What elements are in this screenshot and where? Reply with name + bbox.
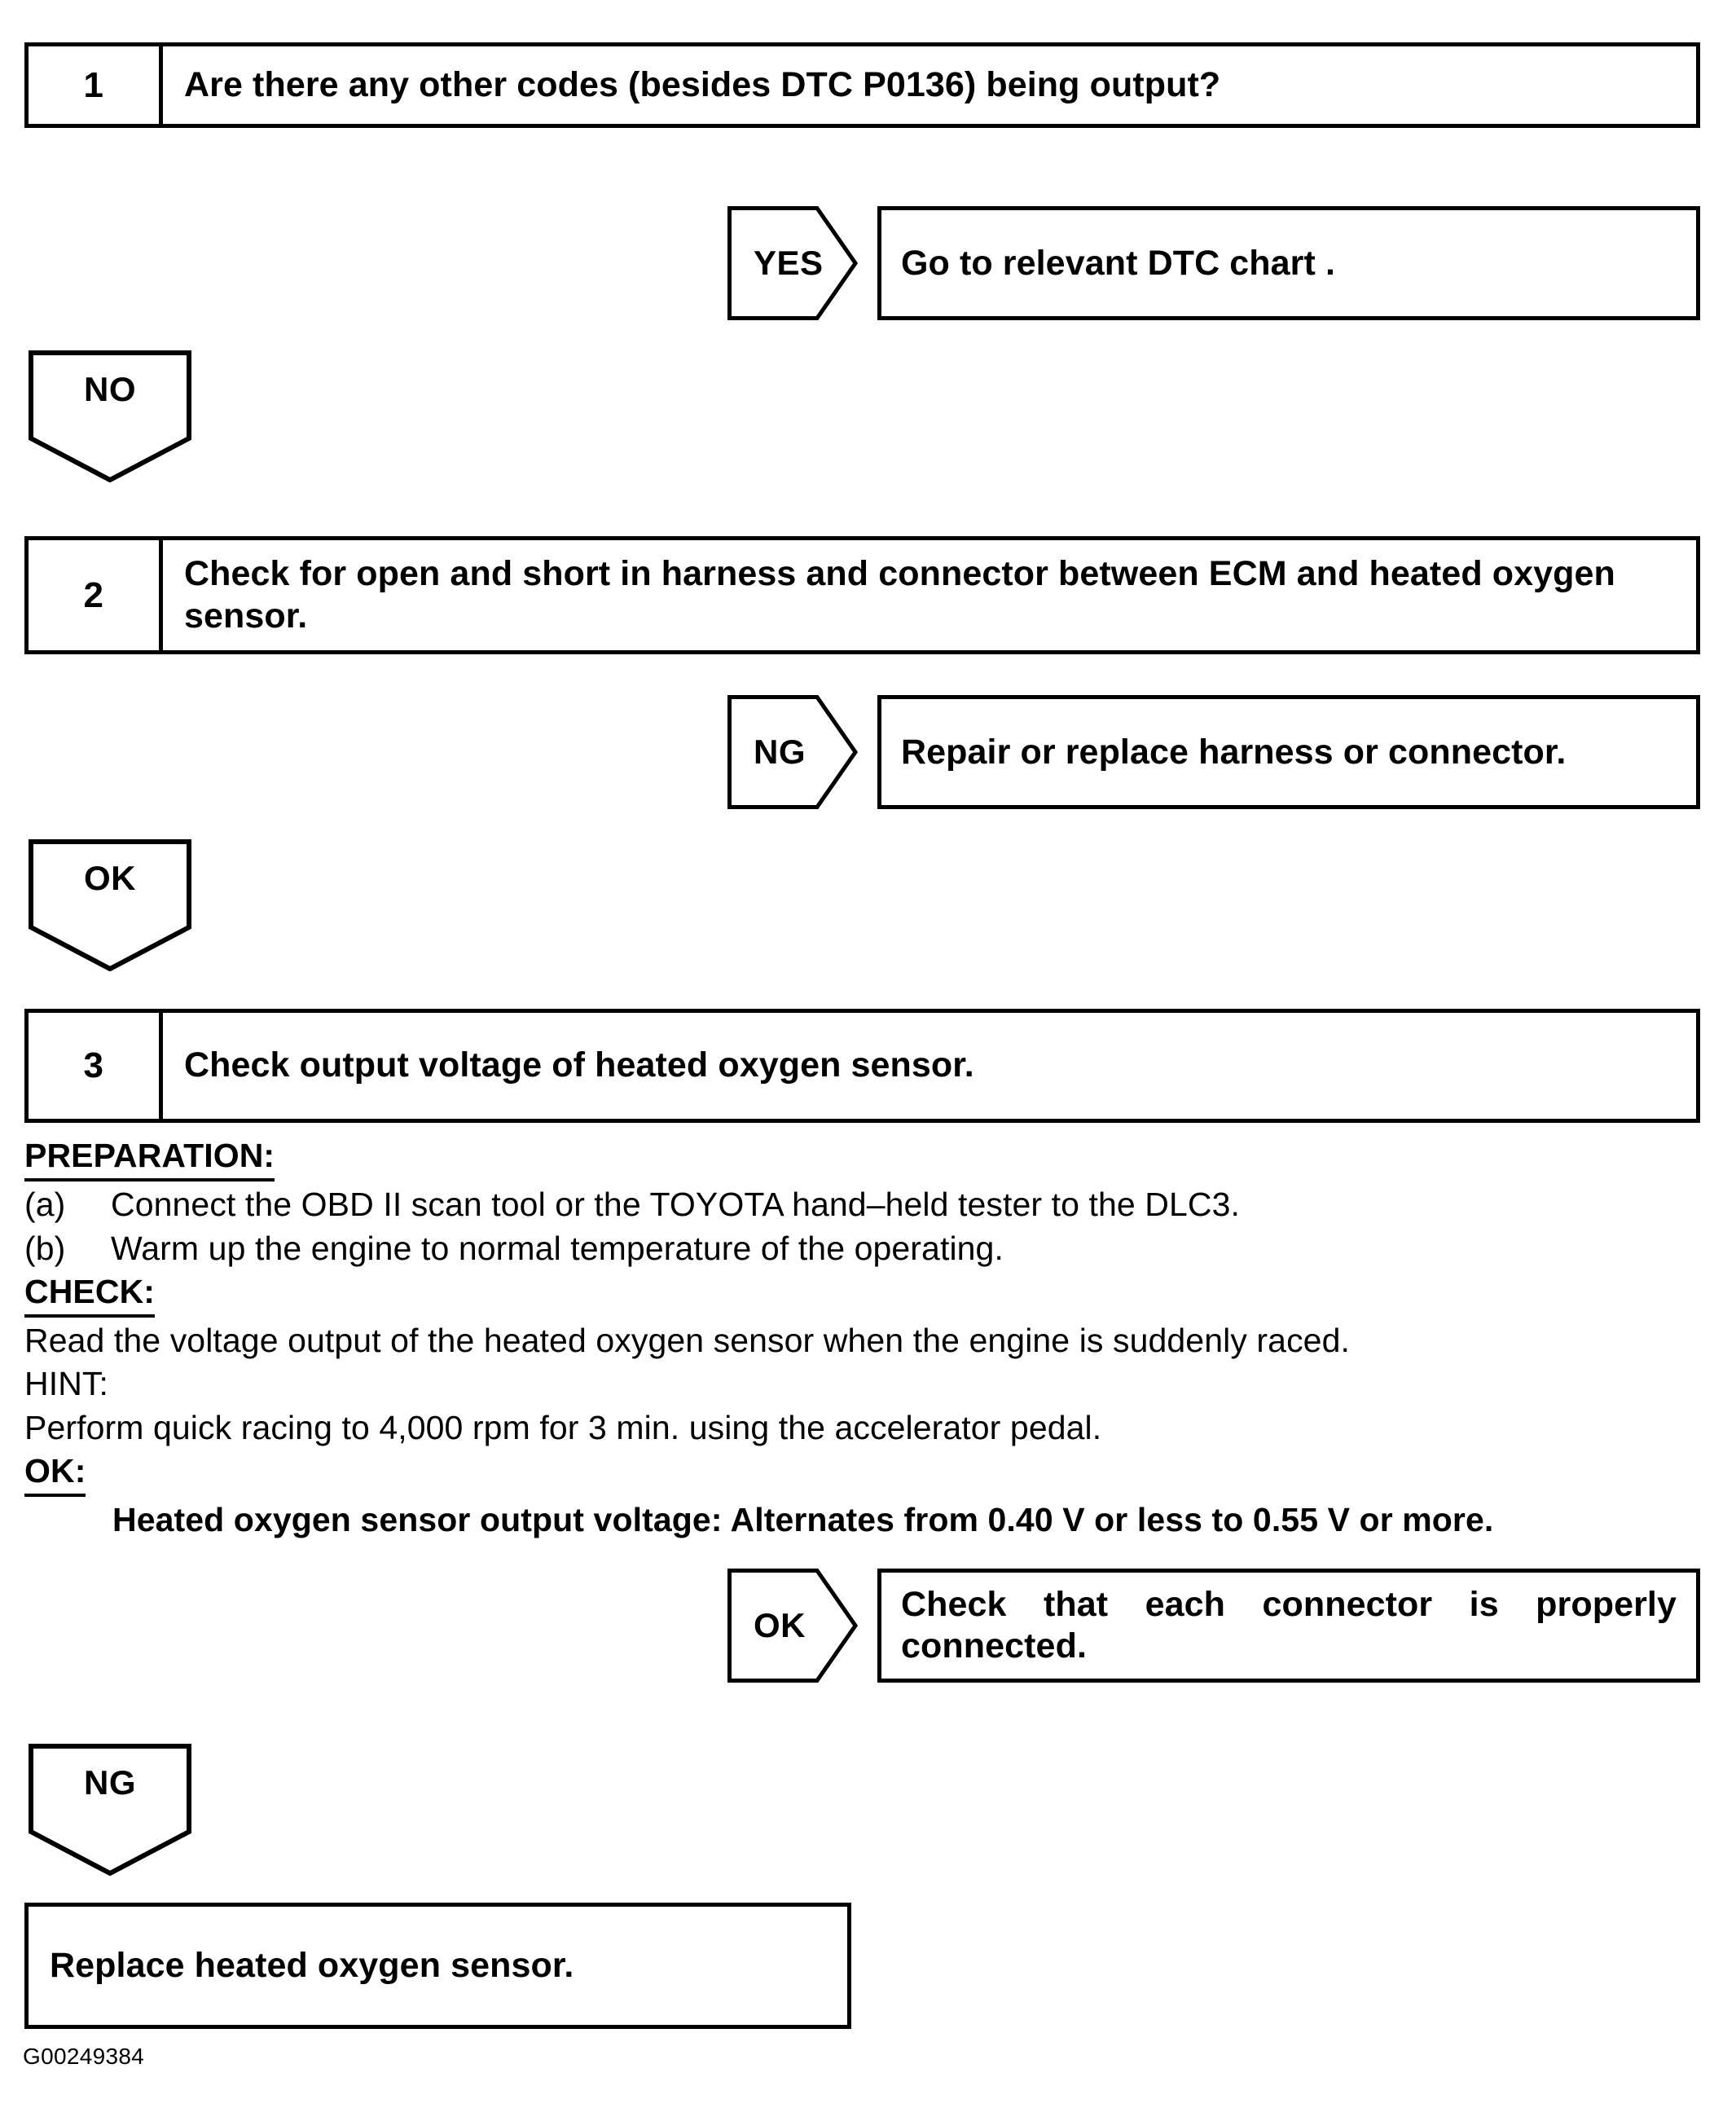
step-2-number: 2 (29, 540, 163, 650)
step-1-box: 1 Are there any other codes (besides DTC… (24, 42, 1700, 128)
hint-heading: HINT: (24, 1365, 108, 1403)
replace-sensor-text: Replace heated oxygen sensor. (50, 1946, 574, 1985)
branch-ok-2-pentagon: OK (29, 839, 191, 971)
procedure-block: PREPARATION: (a) Connect the OBD II scan… (24, 1134, 1703, 1542)
pentagon-down-shape-icon (29, 350, 191, 482)
branch-ng-2-chevron: NG (727, 695, 858, 809)
chevron-shape-icon (727, 206, 858, 320)
step-3-text: Check output voltage of heated oxygen se… (184, 1045, 974, 1085)
preparation-item-a-mark: (a) (24, 1186, 66, 1224)
branch-ng-3-pentagon: NG (29, 1744, 191, 1876)
branch-yes-1-result-text: Go to relevant DTC chart . (901, 243, 1336, 283)
pentagon-down-shape-icon (29, 839, 191, 971)
branch-yes-1-chevron: YES (727, 206, 858, 320)
chevron-shape-icon (727, 1569, 858, 1683)
branch-ng-3-label: NG (84, 1763, 136, 1802)
branch-no-1-pentagon: NO (29, 350, 191, 482)
preparation-item-b-mark: (b) (24, 1229, 66, 1267)
branch-ng-2-label: NG (754, 733, 806, 771)
preparation-item-a-text: Connect the OBD II scan tool or the TOYO… (111, 1186, 1241, 1224)
branch-yes-1-result-box: Go to relevant DTC chart . (877, 206, 1700, 320)
branch-yes-1-label: YES (754, 244, 824, 282)
step-1-text: Are there any other codes (besides DTC P… (184, 64, 1221, 104)
check-heading-line: CHECK: (24, 1270, 1703, 1319)
branch-ok-3-label: OK (754, 1606, 806, 1644)
branch-ng-2-result-text: Repair or replace harness or connector. (901, 732, 1567, 772)
branch-ok-2-label: OK (84, 859, 136, 897)
check-text: Read the voltage output of the heated ox… (24, 1322, 1350, 1360)
chevron-shape-icon (727, 695, 858, 809)
step-2-text: Check for open and short in harness and … (184, 553, 1615, 636)
step-3-box: 3 Check output voltage of heated oxygen … (24, 1009, 1700, 1123)
step-3-number: 3 (29, 1013, 163, 1119)
preparation-heading-line: PREPARATION: (24, 1134, 1703, 1183)
branch-ok-3-result-box: Check that each connector is properly co… (877, 1569, 1700, 1683)
ok-heading-line: OK: (24, 1450, 1703, 1498)
ok-spec-text: Heated oxygen sensor output voltage: Alt… (112, 1501, 1494, 1539)
branch-no-1-label: NO (84, 370, 136, 408)
hint-text: Perform quick racing to 4,000 rpm for 3 … (24, 1408, 1102, 1446)
branch-ok-3-chevron: OK (727, 1569, 858, 1683)
preparation-item-a: (a) Connect the OBD II scan tool or the … (24, 1183, 1703, 1226)
step-2-box: 2 Check for open and short in harness an… (24, 536, 1700, 654)
replace-sensor-box: Replace heated oxygen sensor. (24, 1903, 851, 2029)
preparation-item-b-text: Warm up the engine to normal temperature… (111, 1229, 1004, 1267)
preparation-item-b: (b) Warm up the engine to normal tempera… (24, 1227, 1703, 1270)
preparation-heading: PREPARATION: (24, 1134, 275, 1182)
branch-ng-2-result-box: Repair or replace harness or connector. (877, 695, 1700, 809)
figure-code: G00249384 (23, 2044, 145, 2069)
branch-ok-3-result-text: Check that each connector is properly co… (901, 1585, 1677, 1666)
pentagon-down-shape-icon (29, 1744, 191, 1876)
ok-heading: OK: (24, 1450, 86, 1498)
step-1-number: 1 (29, 46, 163, 124)
check-heading: CHECK: (24, 1270, 156, 1318)
